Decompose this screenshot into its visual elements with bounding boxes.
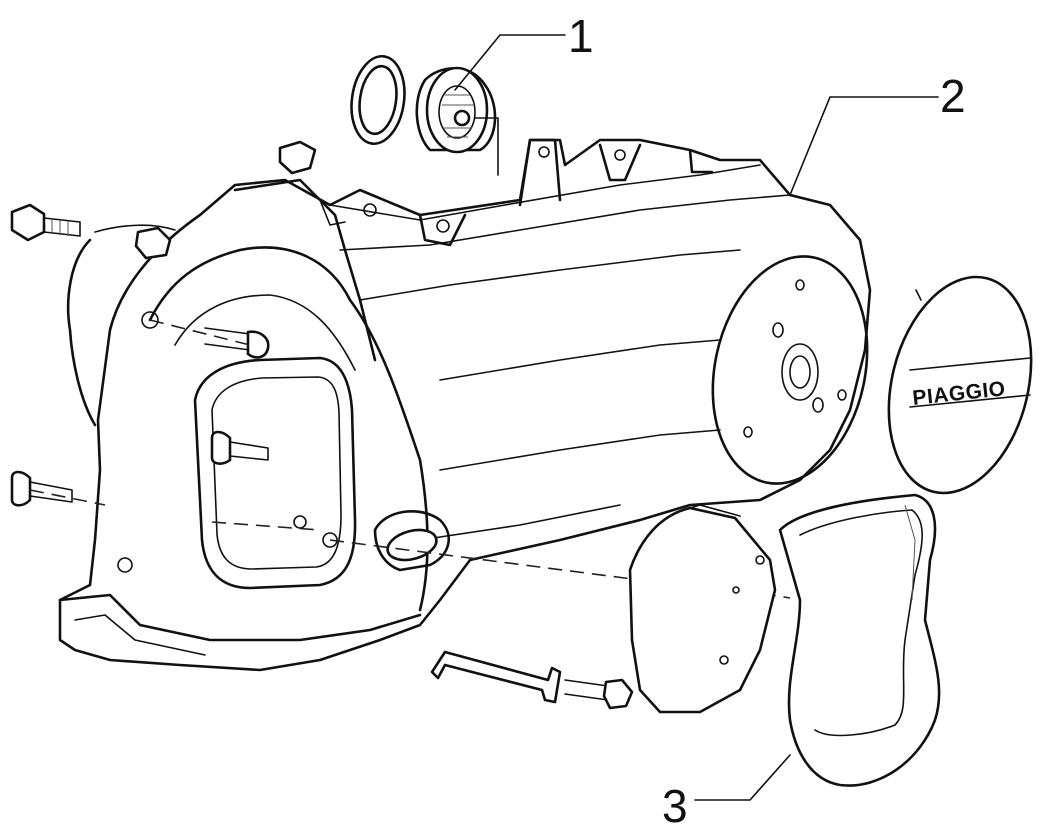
bolt-top-left: [10, 203, 81, 242]
bolt-inner: [210, 430, 269, 465]
bolt-top-mid: [204, 327, 270, 359]
duct-boot: [778, 493, 941, 787]
callout-2: 2: [940, 70, 966, 122]
dowel-pin-top: [278, 140, 317, 175]
transmission-cover: [58, 138, 872, 672]
dowel-pin-left: [134, 226, 172, 260]
callout-3: 3: [662, 780, 688, 832]
air-duct-cover: [628, 504, 777, 714]
bracket-clip: [430, 650, 562, 704]
logo-cover: PIAGGIO: [887, 275, 1033, 495]
callout-leaders: [454, 34, 939, 801]
bearing: [415, 66, 497, 154]
bolt-lower: [564, 678, 634, 710]
circlip: [350, 54, 406, 146]
callout-1: 1: [568, 10, 594, 62]
bolt-left-lower: [10, 470, 73, 507]
